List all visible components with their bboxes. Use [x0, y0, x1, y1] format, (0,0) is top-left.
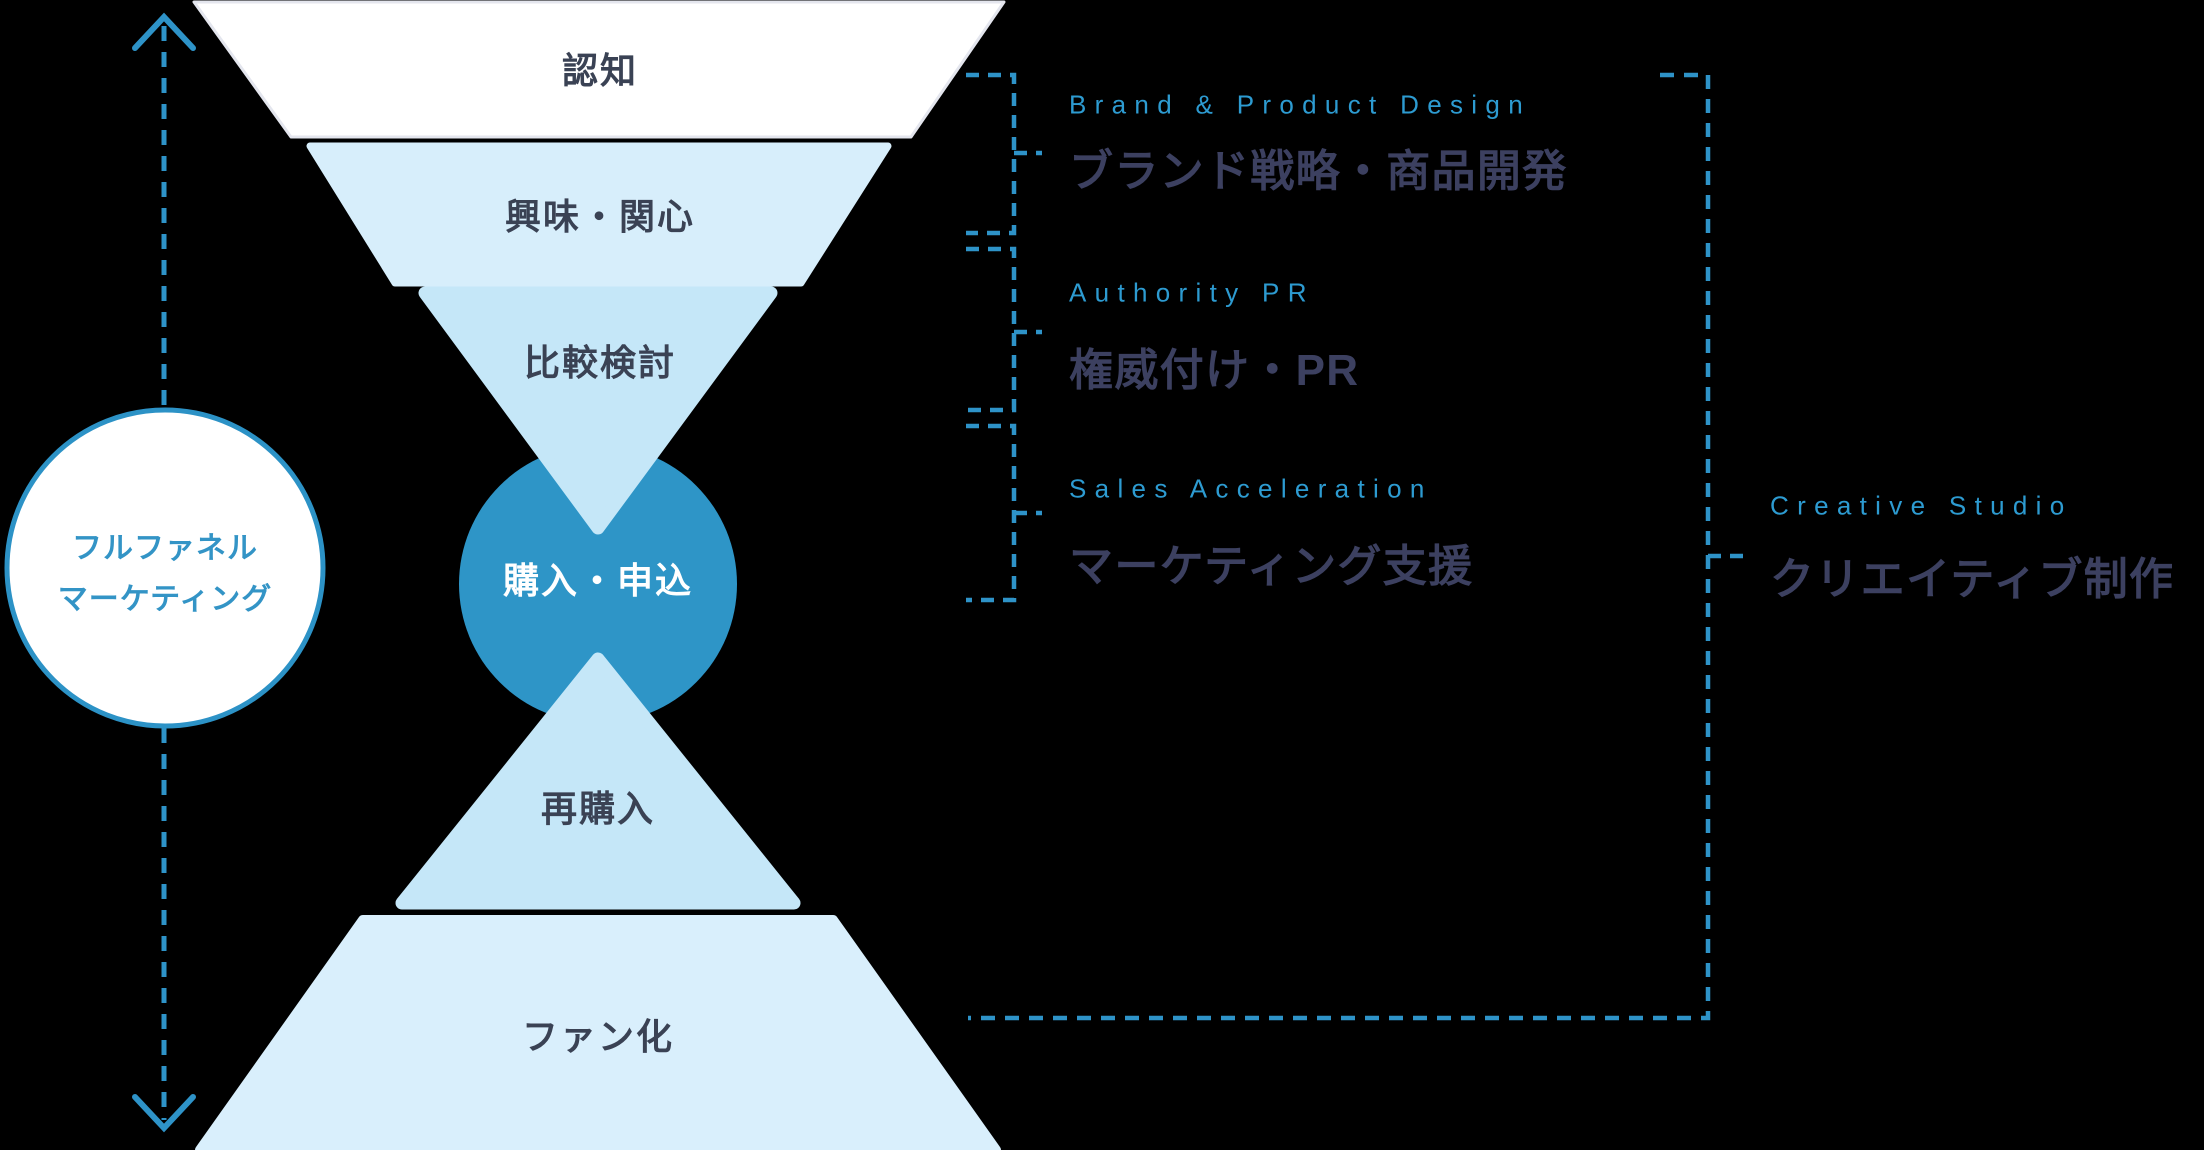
funnel-stage-repurchase-shape [395, 652, 801, 910]
service-brand-ja: ブランド戦略・商品開発 [1069, 147, 1568, 196]
bracket-sales-acceleration [966, 423, 1017, 603]
service-authority-en: Authority PR [1069, 277, 1315, 308]
bracket-brand-product-design [966, 72, 1017, 236]
stage-label-purchase: 購入・申込 [502, 560, 694, 601]
down-arrow-icon [132, 1094, 196, 1133]
funnel-stage-interest-shape [306, 142, 892, 287]
full-funnel-label-line1: フルファネル [71, 532, 258, 565]
stage-label-awareness: 認知 [561, 50, 639, 91]
funnel-stage-comparison-shape [418, 286, 778, 535]
stage-label-repurchase: 再購入 [540, 788, 656, 829]
service-creative-ja: クリエイティブ制作 [1770, 555, 2175, 604]
funnel-stage-fan-shape [195, 915, 1001, 1150]
service-creative-en: Creative Studio [1770, 490, 2073, 521]
service-sales-ja: マーケティング支援 [1069, 542, 1474, 591]
up-arrow-icon [132, 12, 196, 51]
funnel-stage-purchase-shape [459, 445, 737, 723]
service-brand-en: Brand & Product Design [1069, 89, 1531, 120]
service-authority-ja: 権威付け・PR [1069, 346, 1360, 395]
stage-label-fan: ファン化 [521, 1016, 675, 1057]
stage-label-comparison: 比較検討 [523, 342, 677, 383]
full-funnel-label-circle [4, 407, 326, 729]
service-sales-en: Sales Acceleration [1069, 473, 1433, 504]
stage-label-interest: 興味・関心 [504, 196, 696, 237]
bracket-authority-pr [966, 246, 1017, 413]
full-funnel-label: フルファネル マーケティング [58, 523, 273, 625]
full-funnel-label-line2: マーケティング [57, 583, 273, 616]
funnel-stage-awareness-shape [192, 0, 1006, 139]
bracket-creative-studio [968, 72, 1711, 1021]
